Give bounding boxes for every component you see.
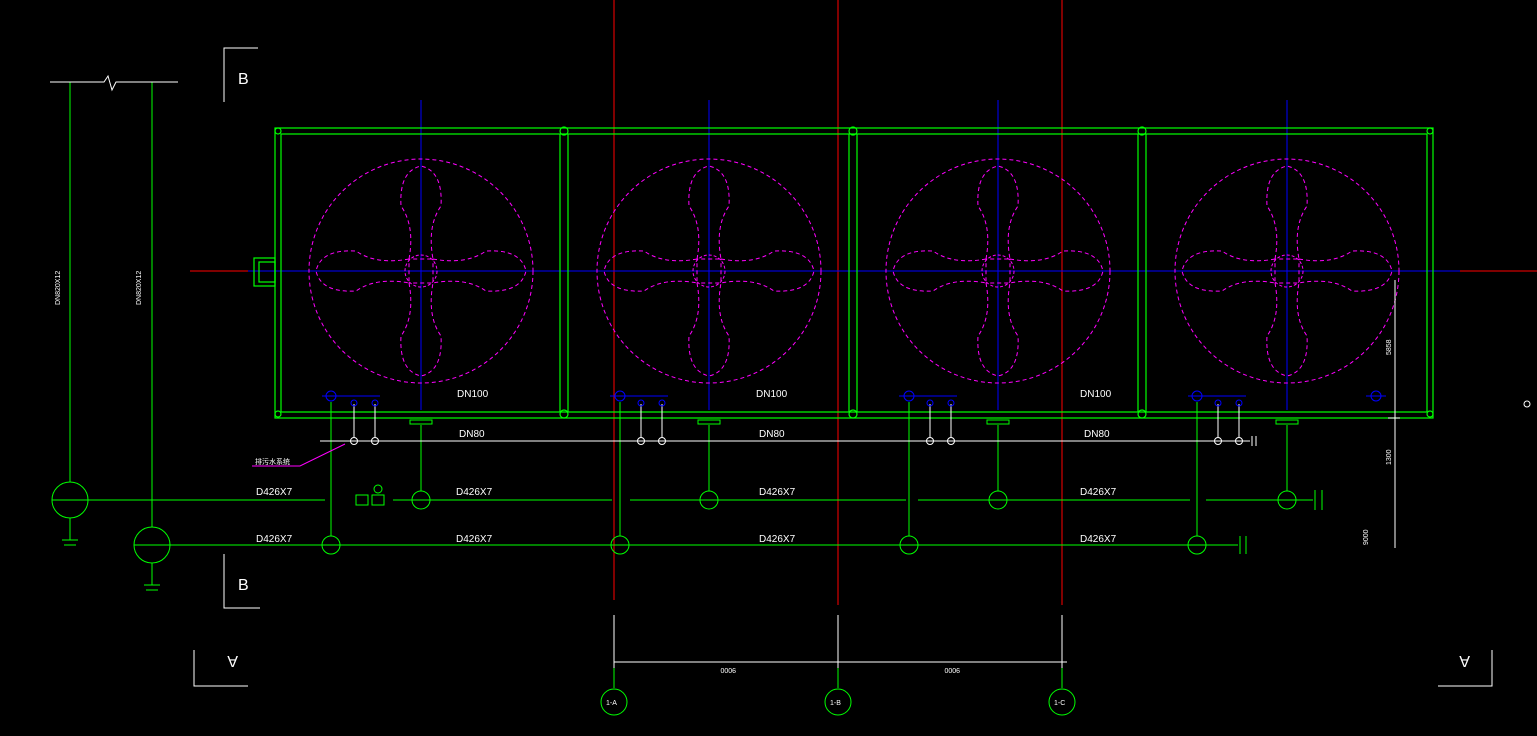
axis-bubble-label: 1-B: [830, 700, 841, 707]
valve: [355, 494, 369, 506]
dn80-label: DN80: [1084, 429, 1110, 440]
fan-4: [1174, 158, 1400, 384]
dn100-label: DN100: [1080, 389, 1112, 400]
nozzles: [322, 390, 1386, 407]
fan-1: [308, 158, 534, 384]
riser-label-left: DN820X12: [55, 271, 62, 305]
dimension-right-bottom: 9000: [1363, 529, 1370, 545]
header-pipes: [88, 402, 1323, 555]
axis-lines: [190, 0, 1537, 605]
fan-2: [596, 158, 822, 384]
dimension-bottom-left: 9000: [720, 666, 736, 673]
annotation-drain-system: 排污水系统: [255, 457, 290, 466]
pipe-label: D426X7: [1080, 534, 1117, 545]
riser-label-right: DN820X12: [136, 271, 143, 305]
axis-bubble-label: 1-A: [606, 700, 617, 707]
pipe-label: D426X7: [456, 534, 493, 545]
pipe-label: D426X7: [456, 487, 493, 498]
drain-line: [320, 404, 1257, 446]
section-markers: [193, 47, 1493, 687]
dimension-bottom-right: 9000: [944, 666, 960, 673]
section-mark-a-left: A: [227, 652, 238, 669]
cooling-tower-frame: [253, 126, 1434, 419]
valve: [371, 494, 385, 506]
section-mark-b-bottom: B: [238, 577, 249, 594]
axis-bubble-label: 1-C: [1054, 700, 1065, 707]
pipe-label: D426X7: [256, 487, 293, 498]
centerlines: [248, 100, 1460, 410]
dn100-label: DN100: [756, 389, 788, 400]
dn80-label: DN80: [459, 429, 485, 440]
section-mark-a-right: A: [1459, 652, 1470, 669]
dn80-label: DN80: [759, 429, 785, 440]
riser-pipes: [51, 82, 171, 591]
dimension-right-top: 5858: [1386, 339, 1393, 355]
section-mark-b-top: B: [238, 71, 249, 88]
fan-3: [885, 158, 1111, 384]
axis-bubbles: [600, 668, 1076, 716]
pipe-label: D426X7: [759, 534, 796, 545]
pipe-label: D426X7: [759, 487, 796, 498]
annotation-leader: [252, 443, 346, 467]
point-marker: [1523, 400, 1531, 408]
dimension-lines: [613, 280, 1400, 668]
dimension-right-mid: 1300: [1386, 449, 1393, 465]
pipe-label: D426X7: [1080, 487, 1117, 498]
pipe-label: D426X7: [256, 534, 293, 545]
dn100-label: DN100: [457, 389, 489, 400]
break-line: [50, 74, 178, 92]
